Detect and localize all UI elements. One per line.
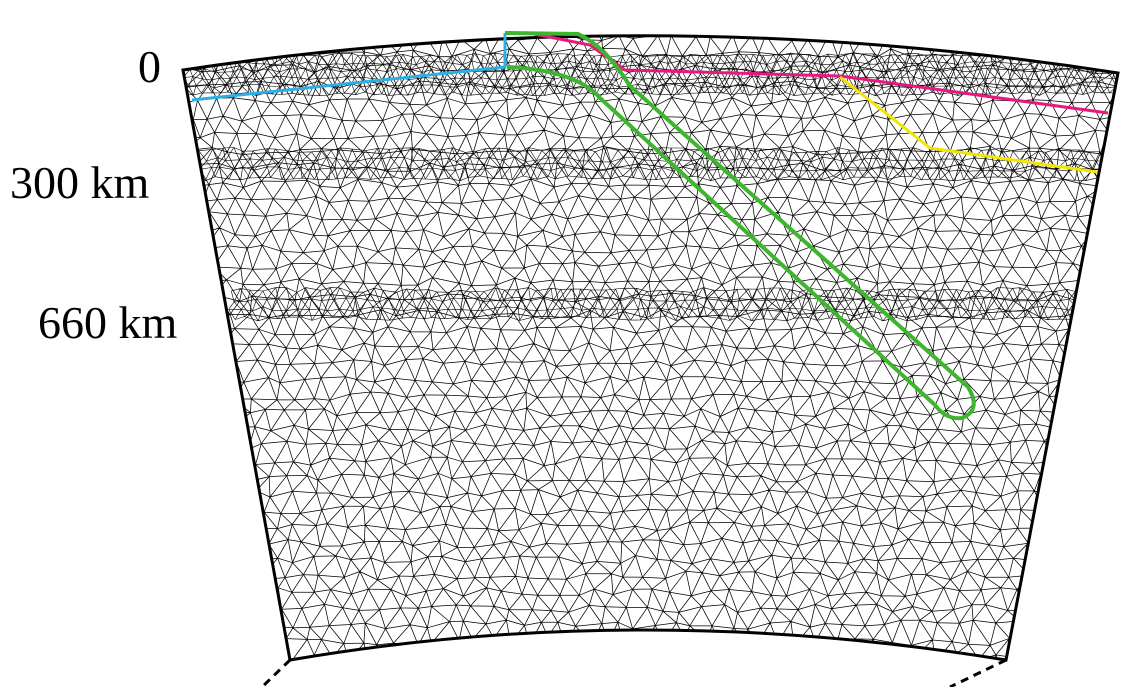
mesh-refined-zones — [183, 52, 1118, 322]
depth-label-0: 0 — [138, 41, 161, 92]
mesh-edges — [183, 35, 1118, 661]
triangular-mesh — [183, 35, 1118, 661]
subducting-plate-surface-line — [191, 33, 507, 102]
mesh-edge-set — [183, 35, 1118, 661]
mesh-edge-set — [198, 147, 1110, 182]
right-dashed-extension — [949, 658, 1007, 687]
depth-label-300km: 300 km — [10, 157, 150, 208]
mesh-edge-set — [183, 52, 1118, 96]
mesh-edge-set — [228, 287, 1080, 322]
slab-outline — [504, 31, 976, 421]
overriding-plate-boundary-line — [533, 32, 1109, 115]
depth-label-660km: 660 km — [38, 297, 178, 348]
domain-boundary — [181, 34, 1120, 662]
inner-boundary-line — [839, 75, 1098, 174]
left-dashed-extension — [260, 658, 292, 687]
